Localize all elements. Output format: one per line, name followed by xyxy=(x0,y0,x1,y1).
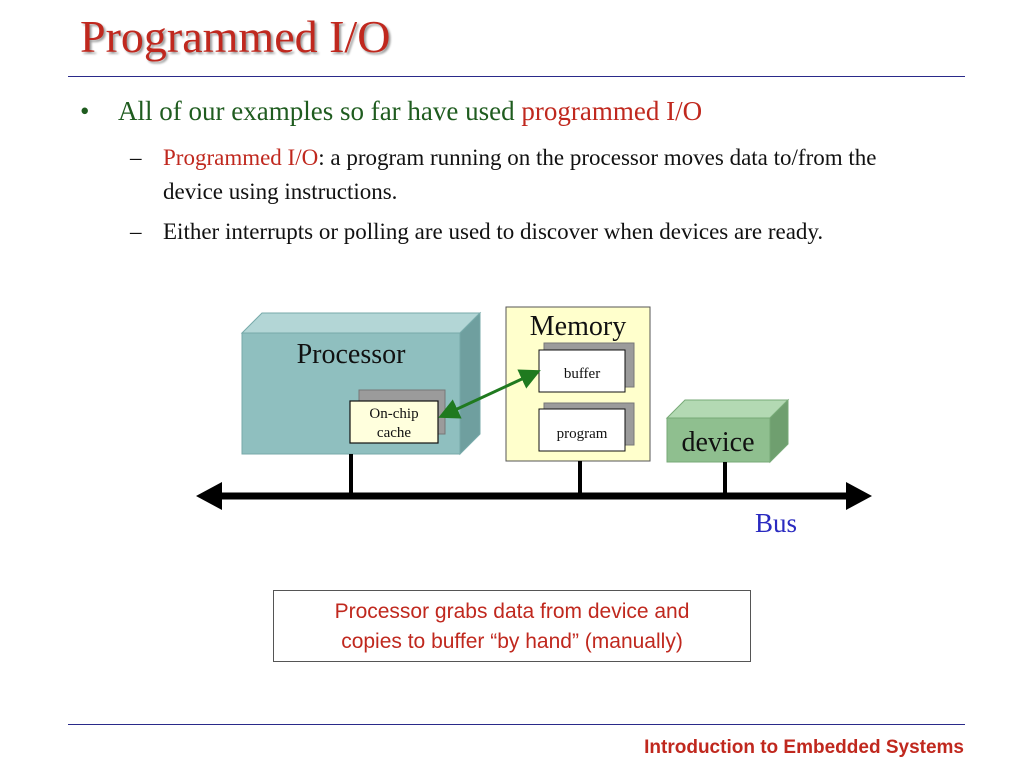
transfer-arrow xyxy=(438,369,541,419)
program-label: program xyxy=(557,426,608,442)
footer-divider xyxy=(68,724,965,725)
cache-label-line2: cache xyxy=(377,425,411,441)
footer-text: Introduction to Embedded Systems xyxy=(644,737,964,758)
sub-bullet-text: Programmed I/O: a program running on the… xyxy=(163,141,923,209)
sub-bullet-marker: – xyxy=(130,219,142,244)
slide-title: Programmed I/O xyxy=(80,11,391,62)
callout-line-2: copies to buffer “by hand” (manually) xyxy=(341,630,683,653)
callout-box: Processor grabs data from device and cop… xyxy=(273,590,751,662)
buffer-box xyxy=(538,349,626,393)
callout-line-1: Processor grabs data from device and xyxy=(334,600,690,623)
device-label: device xyxy=(681,427,754,458)
buffer-label: buffer xyxy=(564,366,600,382)
sub-bullet-text: Either interrupts or polling are used to… xyxy=(163,219,824,244)
memory-box: Memory buffer program xyxy=(505,306,651,462)
sub-bullet-text-plain: : a program running on the processor mov… xyxy=(163,145,877,204)
title-divider xyxy=(68,76,965,77)
program-box xyxy=(538,408,626,452)
bullet-text: All of our examples so far have used pro… xyxy=(118,96,702,127)
sub-bullet-highlight: Programmed I/O xyxy=(163,145,319,170)
bullet-text-plain: All of our examples so far have used xyxy=(118,96,522,126)
bus-arrow xyxy=(196,482,872,510)
bus-label: Bus xyxy=(755,508,797,538)
bullet-marker: • xyxy=(80,96,90,126)
sub-bullet-marker: – xyxy=(130,145,142,170)
memory-label: Memory xyxy=(530,311,626,342)
device-box: device xyxy=(665,398,790,464)
processor-label: Processor xyxy=(297,339,407,370)
bullet-highlight: programmed I/O xyxy=(521,96,703,126)
cache-label-line1: On-chip xyxy=(369,406,418,422)
cache-box: On-chip cache xyxy=(349,400,439,444)
